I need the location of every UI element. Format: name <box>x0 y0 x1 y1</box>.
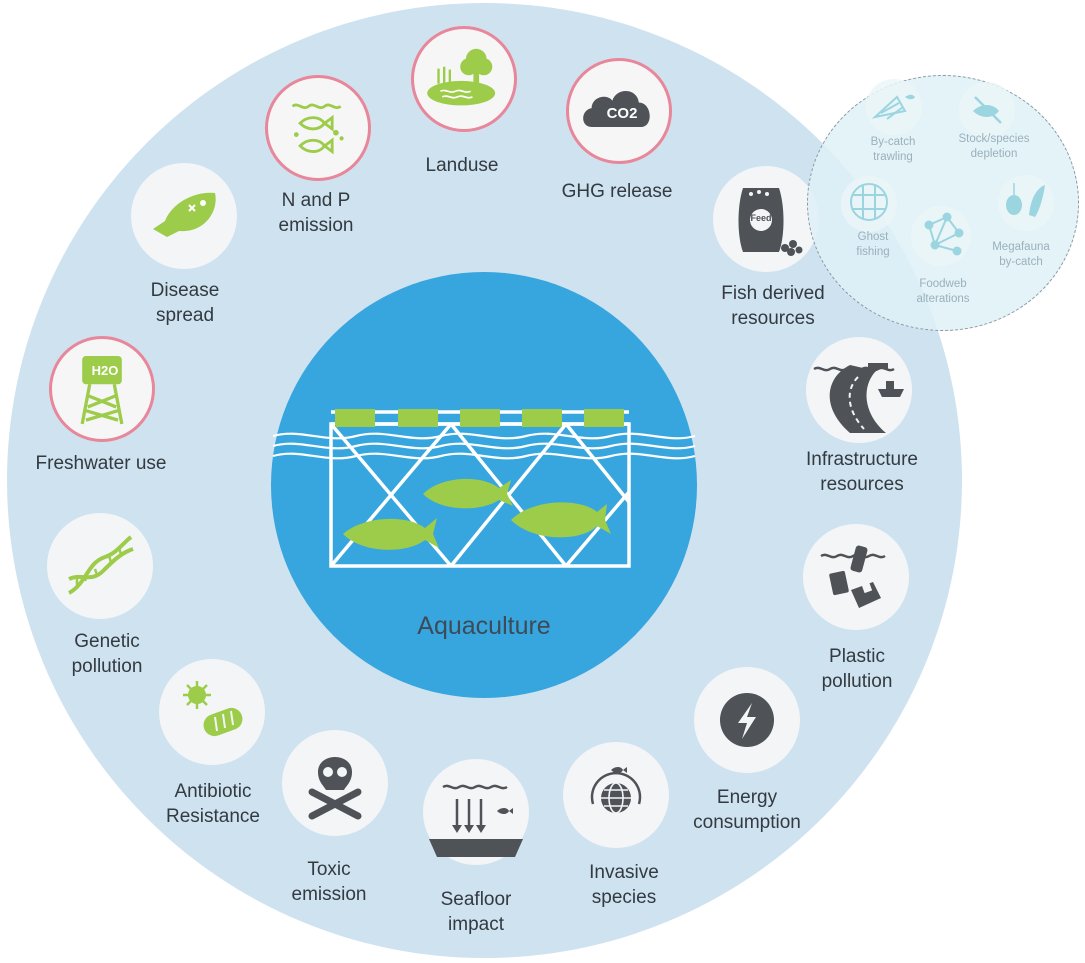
dna-icon <box>67 535 134 595</box>
freshwater-label: Freshwater use <box>35 453 167 474</box>
antibiotic-node <box>159 659 265 765</box>
turtle-dolphin-icon <box>1006 185 1045 217</box>
sick-fish-icon <box>153 192 216 237</box>
energy-node <box>694 667 800 773</box>
co2-cloud-icon <box>583 90 650 128</box>
feed-icon-text: Feed <box>750 213 772 223</box>
landuse-node <box>411 26 517 132</box>
road-pier-icon <box>813 363 904 433</box>
ghg-node: CO2 <box>566 58 672 164</box>
seafloor-icon <box>429 784 523 857</box>
co2-icon-text: CO2 <box>606 105 638 122</box>
infrastructure-node <box>806 337 912 443</box>
genetic-node <box>47 513 153 619</box>
toxic-node <box>282 730 388 836</box>
bycatch-bubble <box>866 79 922 135</box>
plastic-bottle-icon <box>820 545 886 608</box>
landuse-label: Landuse <box>425 155 499 176</box>
foodweb-network-icon <box>924 212 964 256</box>
water-tower-icon <box>80 355 124 425</box>
seafloor-node <box>423 759 529 865</box>
crossed-fish-icon <box>973 96 1002 124</box>
invasive-node <box>563 742 669 848</box>
feed-bag-icon <box>738 188 803 256</box>
n-p-node <box>265 75 371 181</box>
ghg-label: GHG release <box>561 181 673 202</box>
center-label: Aquaculture <box>417 612 551 640</box>
lightning-icon <box>720 693 774 747</box>
ghost-net-icon <box>850 183 888 221</box>
disease-node <box>131 163 237 269</box>
h2o-icon-text: H2O <box>91 363 119 378</box>
trawl-net-icon <box>871 95 907 120</box>
bacteria-icon <box>183 681 243 737</box>
globe-fish-icon <box>590 767 642 814</box>
nutrient-fish-icon <box>291 103 344 155</box>
skull-crossbones-icon <box>308 757 362 820</box>
landuse-icon <box>427 48 496 106</box>
fish-cage-icon <box>272 409 696 568</box>
freshwater-node: H2O <box>49 336 155 442</box>
fish-derived-node: Feed <box>713 166 819 272</box>
fisheries-icons <box>841 79 1054 266</box>
plastic-node <box>803 524 909 630</box>
